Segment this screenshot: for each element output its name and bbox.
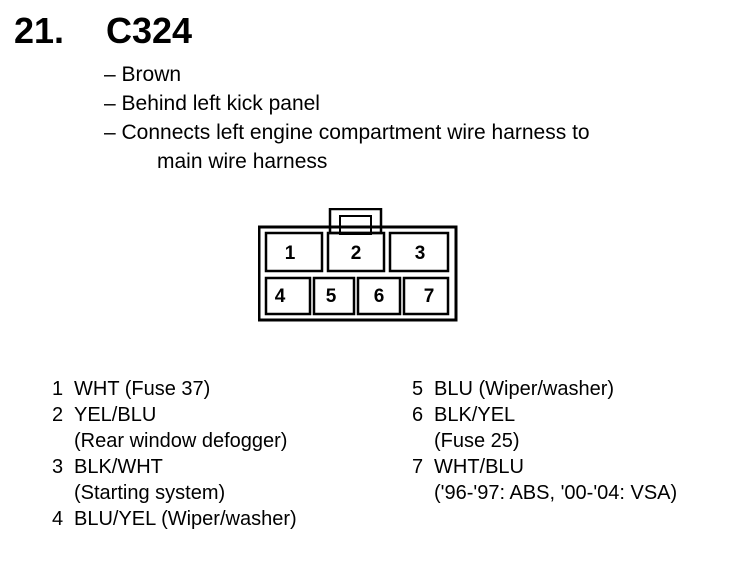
pin-cavity-7 [402,276,450,316]
pin-number: 4 [52,508,64,530]
connector-lock-tab-inner [339,215,372,235]
pin-wire: BLU/YEL (Wiper/washer) [74,508,297,530]
pin-wire: BLK/WHT [74,456,163,478]
pin-entry-2: 2 YEL/BLU (Rear window defogger) [52,402,297,454]
pin-circuit: (Starting system) [74,482,226,504]
pin-label-5: 5 [326,286,337,307]
pin-label-4: 4 [275,286,286,307]
pin-entry-7: 7 WHT/BLU ('96-'97: ABS, '00-'04: VSA) [412,454,677,506]
pin-cavity-4 [264,276,312,316]
note-connects-continued: main wire harness [157,150,328,173]
pin-list-right: 5 BLU (Wiper/washer) 6 BLK/YEL (Fuse 25)… [412,376,677,506]
pin-number: 2 [52,404,64,426]
pin-wire: WHT (Fuse 37) [74,378,211,400]
pin-wire: WHT/BLU [434,456,524,478]
note-location: – Behind left kick panel [104,92,320,115]
pin-cavity-1 [264,231,324,273]
pin-number: 1 [52,378,64,400]
pin-label-3: 3 [415,243,426,264]
pin-label-2: 2 [351,243,362,264]
pin-wire: BLK/YEL [434,404,516,426]
pin-number: 5 [412,378,424,400]
pin-label-6: 6 [374,286,385,307]
connector-id: C324 [106,10,193,51]
pin-circuit: ('96-'97: ABS, '00-'04: VSA) [434,482,678,504]
pin-label-7: 7 [424,286,435,307]
connector-lock-tab [328,208,383,235]
pin-cavity-6 [356,276,402,316]
pin-wire: BLU (Wiper/washer) [434,378,615,400]
pin-cavity-5 [312,276,356,316]
pin-entry-4: 4 BLU/YEL (Wiper/washer) [52,506,297,532]
pin-label-1: 1 [285,243,296,264]
connector-notes: – Brown – Behind left kick panel – Conne… [104,60,590,176]
pin-wire: YEL/BLU [74,404,157,426]
connector-face-diagram: 1 2 3 4 5 6 7 [258,208,458,323]
pin-number: 3 [52,456,64,478]
pin-entry-5: 5 BLU (Wiper/washer) [412,376,677,402]
pin-circuit: (Rear window defogger) [74,430,288,452]
pin-number: 7 [412,456,424,478]
pin-list-left: 1 WHT (Fuse 37) 2 YEL/BLU (Rear window d… [52,376,297,532]
pin-circuit: (Fuse 25) [434,430,520,452]
note-connects: – Connects left engine compartment wire … [104,121,590,144]
connector-face-svg: 1 2 3 4 5 6 7 [258,208,458,322]
pin-entry-6: 6 BLK/YEL (Fuse 25) [412,402,677,454]
section-number: 21. [14,10,65,51]
pin-entry-3: 3 BLK/WHT (Starting system) [52,454,297,506]
pin-cavity-2 [326,231,386,273]
pin-number: 6 [412,404,424,426]
pin-entry-1: 1 WHT (Fuse 37) [52,376,297,402]
note-color: – Brown [104,63,182,86]
pin-cavity-3 [388,231,450,273]
connector-housing [258,225,458,322]
